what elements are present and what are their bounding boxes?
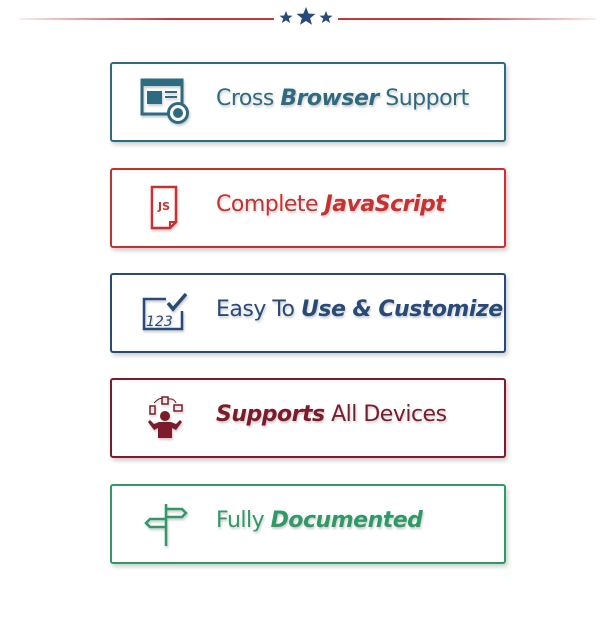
checkbox-123-icon: 123	[140, 289, 192, 337]
feature-label: Cross Browser Support	[216, 86, 469, 111]
feature-documented: Fully Documented	[110, 484, 506, 564]
person-devices-icon	[140, 394, 192, 442]
feature-cross-browser: Cross Browser Support	[110, 62, 506, 142]
feature-label: Complete JavaScript	[216, 192, 446, 217]
svg-text:123: 123	[146, 314, 173, 330]
feature-easy-customize: 123 Easy To Use & Customize	[110, 273, 506, 353]
divider-left	[20, 18, 274, 20]
feature-label: Fully Documented	[216, 508, 423, 533]
stars-icon	[276, 6, 336, 28]
feature-label: Easy To Use & Customize	[216, 297, 503, 322]
browser-gear-icon	[140, 78, 192, 126]
feature-all-devices: Supports All Devices	[110, 378, 506, 458]
feature-javascript: JS Complete JavaScript	[110, 168, 506, 248]
divider-right	[338, 18, 596, 20]
signpost-icon	[140, 500, 192, 548]
svg-text:JS: JS	[157, 200, 170, 213]
feature-label: Supports All Devices	[216, 402, 447, 427]
js-file-icon: JS	[140, 184, 192, 232]
